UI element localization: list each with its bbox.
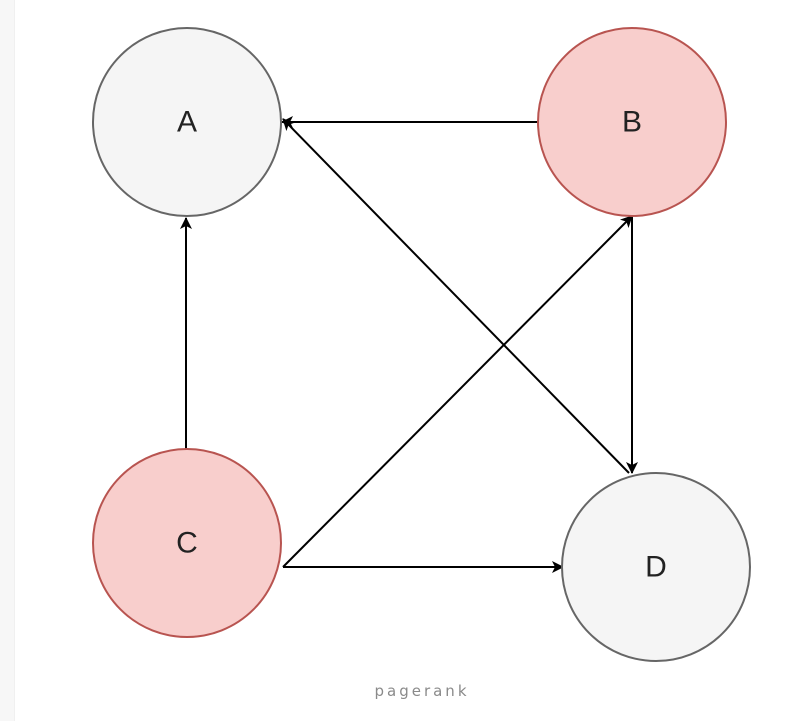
edge-d-to-a	[282, 118, 630, 474]
node-d: D	[561, 472, 751, 662]
pagerank-graph: A B C D	[92, 27, 751, 662]
node-d-label: D	[645, 551, 667, 584]
node-c-label: C	[176, 527, 198, 560]
node-b: B	[537, 27, 727, 217]
edge-c-to-b	[282, 215, 633, 568]
node-a: A	[92, 27, 282, 217]
figure-caption: pagerank	[374, 682, 470, 700]
node-c: C	[92, 448, 282, 638]
node-b-label: B	[622, 106, 642, 139]
node-a-label: A	[177, 106, 197, 139]
left-margin-rule	[0, 0, 15, 721]
